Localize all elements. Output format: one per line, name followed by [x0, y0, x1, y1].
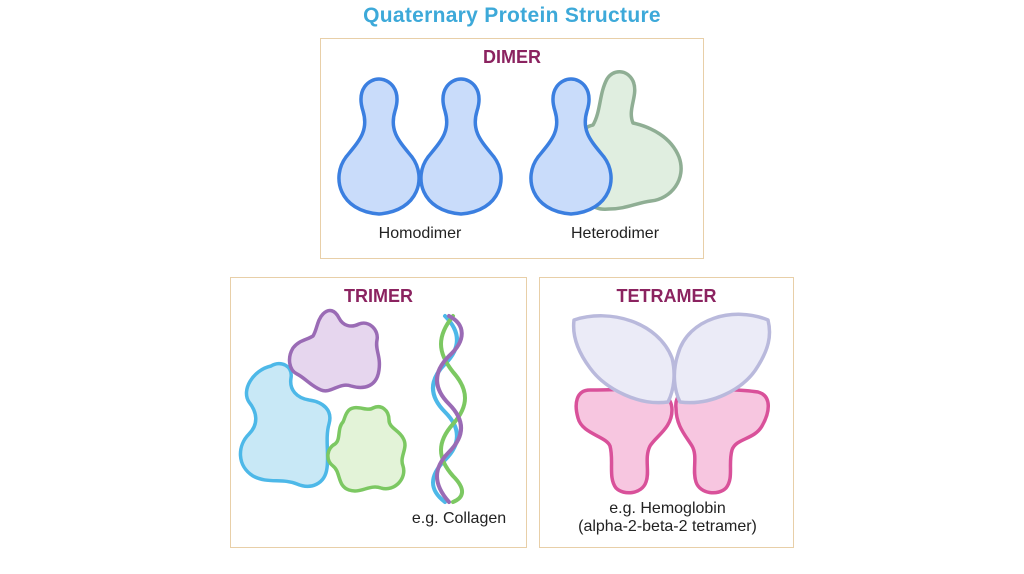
collagen-helix [431, 314, 467, 504]
trimer-panel: TRIMER e.g. Collagen [230, 277, 527, 548]
homodimer-label: Homodimer [378, 225, 462, 242]
trimer-illustration [238, 308, 467, 504]
homodimer-subunit-left [337, 77, 421, 216]
tetramer-illustration [571, 312, 772, 495]
heterodimer-subunit-blue [529, 77, 613, 216]
alpha-subunit-left [571, 314, 676, 405]
alpha-subunit-right [672, 312, 772, 405]
hemoglobin-label: e.g. Hemoglobin [609, 500, 726, 517]
collagen-label: e.g. Collagen [411, 510, 507, 527]
trimer-subunit-lightblue [238, 361, 332, 489]
page-title: Quaternary Protein Structure [363, 4, 661, 27]
dimer-illustration [337, 70, 683, 216]
tetramer-heading: TETRAMER [616, 286, 717, 306]
heterodimer-label: Heterodimer [570, 225, 660, 242]
trimer-subunit-lime [326, 405, 407, 493]
dimer-panel: DIMER Homodimer Heterodimer [320, 38, 704, 259]
trimer-subunit-purple [287, 308, 382, 393]
homodimer-subunit-right [419, 77, 503, 216]
tetramer-panel: TETRAMER e.g. Hemoglobin (alpha-2-beta-2… [539, 277, 794, 548]
dimer-heading: DIMER [483, 47, 541, 67]
trimer-heading: TRIMER [344, 286, 413, 306]
tetramer-description: (alpha-2-beta-2 tetramer) [578, 518, 757, 535]
